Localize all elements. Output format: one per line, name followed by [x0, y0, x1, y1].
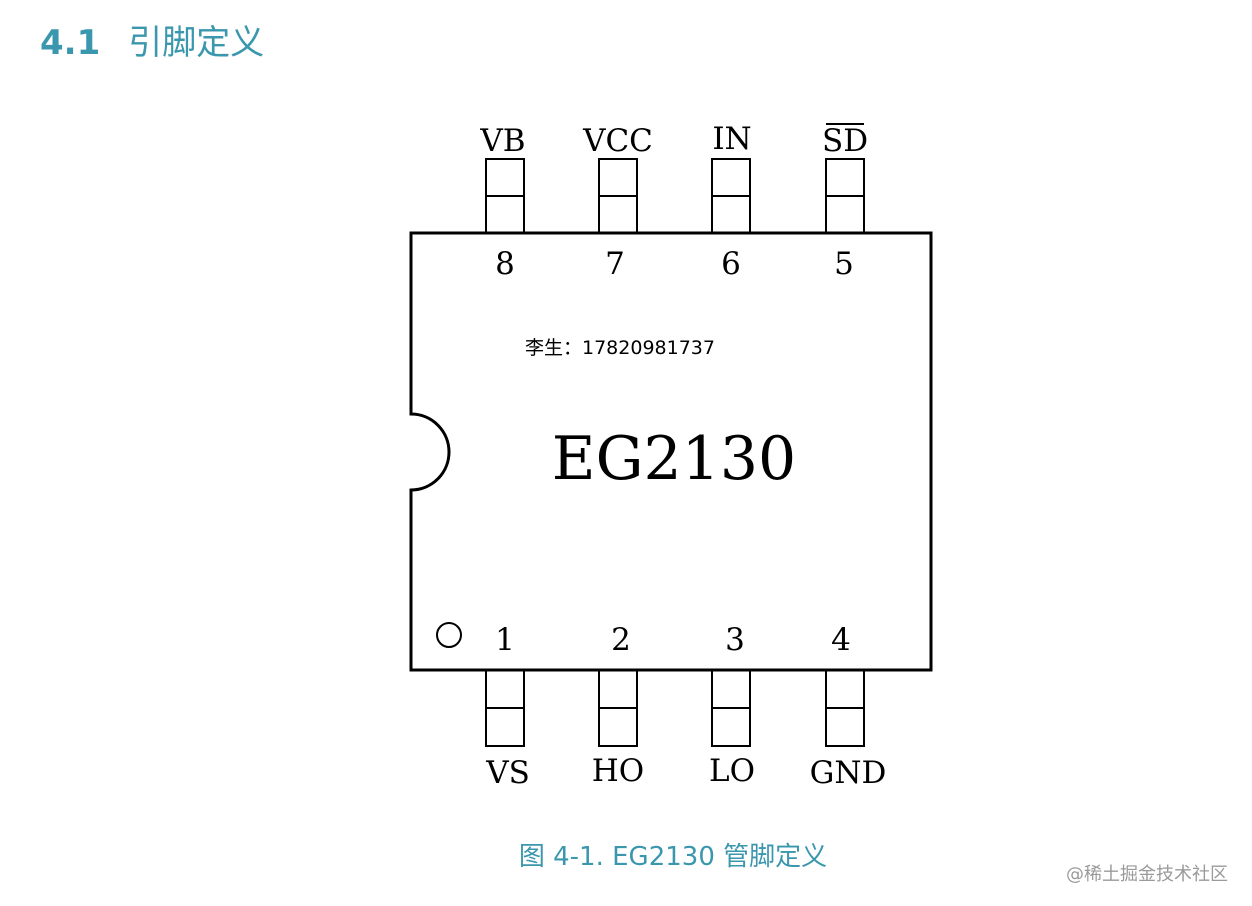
- figure-caption: 图 4-1. EG2130 管脚定义: [518, 842, 828, 872]
- pin8-number: 8: [495, 246, 515, 282]
- pin1-label: VS: [485, 755, 530, 791]
- section-title: 引脚定义: [128, 23, 265, 63]
- pin2-number: 2: [611, 622, 631, 658]
- chip-name: EG2130: [552, 424, 796, 494]
- pin3-number: 3: [725, 622, 745, 658]
- section-number: 4.1: [40, 23, 101, 63]
- pin7-number: 7: [605, 246, 625, 282]
- pin1-marker: [436, 622, 462, 648]
- pin8-label: VB: [479, 123, 525, 159]
- pin7-label: VCC: [582, 123, 653, 159]
- pin4-number: 4: [831, 622, 851, 658]
- pin5-number: 5: [834, 246, 854, 282]
- pin2-label: HO: [592, 753, 644, 789]
- watermark: @稀土掘金技术社区: [1066, 864, 1228, 885]
- pin3-label: LO: [709, 753, 755, 789]
- pin6-number: 6: [721, 246, 741, 282]
- chip-body: [409, 231, 933, 672]
- pin1-number: 1: [495, 622, 515, 658]
- pin4-label: GND: [810, 755, 887, 791]
- section-heading: 4.1 引脚定义: [40, 20, 264, 66]
- pin5-label: SD: [822, 123, 868, 159]
- contact-note: 李生：17820981737: [525, 337, 715, 359]
- pin6-label: IN: [712, 121, 751, 157]
